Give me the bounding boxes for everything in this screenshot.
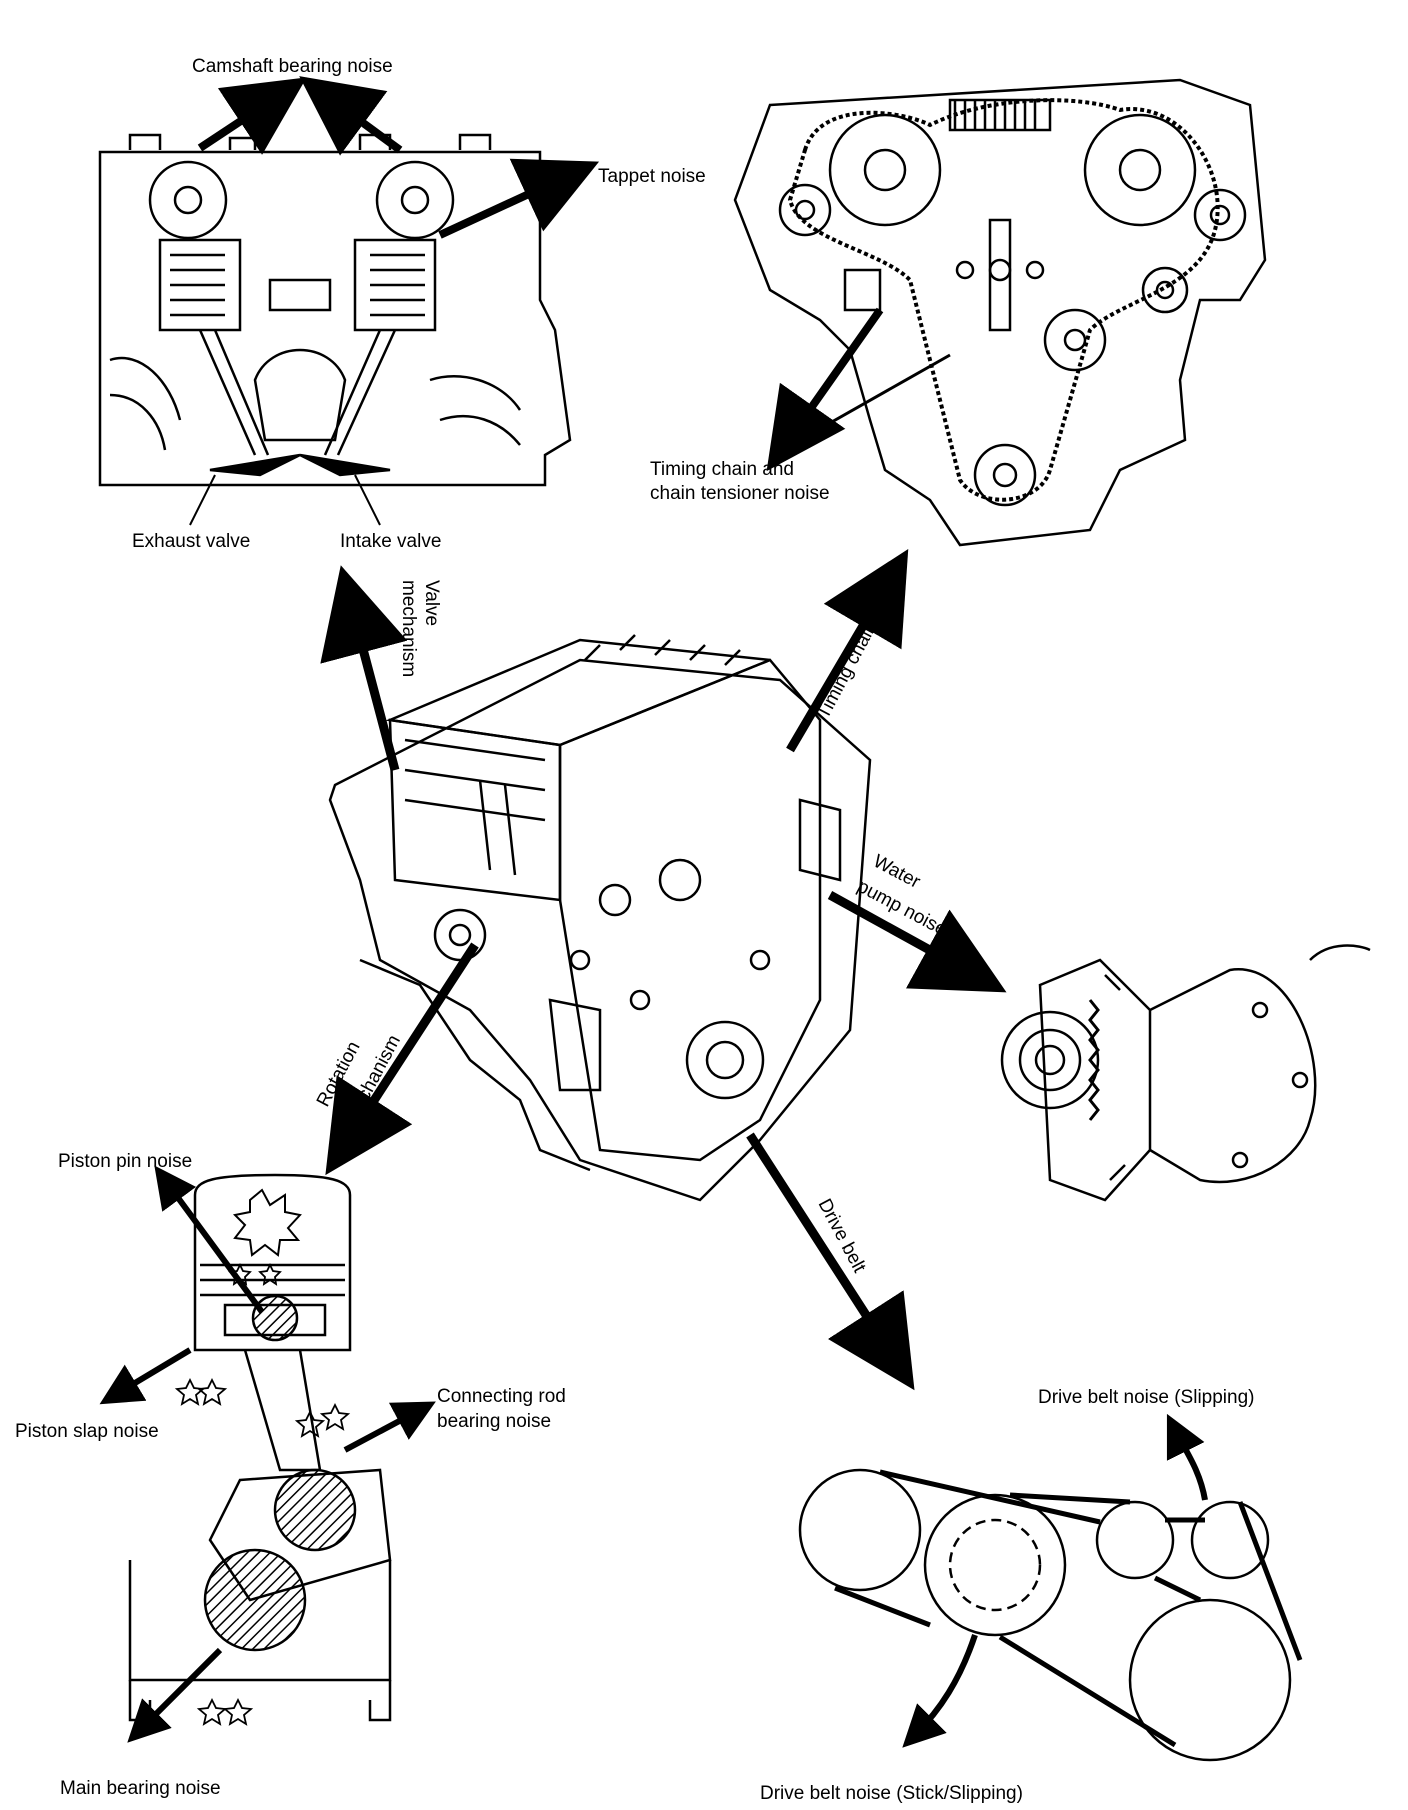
label-piston-slap-noise: Piston slap noise: [15, 1421, 159, 1442]
label-connecting-rod-line2: bearing noise: [437, 1411, 552, 1432]
arrow-conrod: [343, 1401, 436, 1453]
label-timing-chain-noise-line1: Timing chain and: [650, 459, 794, 480]
arrow-rotation-mechanism: [325, 942, 479, 1176]
water-pump-illustration: [1000, 944, 1371, 1202]
timing-chain-illustration: [733, 78, 1267, 547]
drive-belt-illustration: [798, 1468, 1303, 1762]
label-valve-mechanism-line2: mechanism: [398, 580, 419, 678]
arrow-timing-chain: [786, 548, 909, 753]
arrow-piston-pin: [154, 1165, 265, 1314]
label-tappet-noise: Tappet noise: [598, 166, 706, 187]
label-drive-belt-noise-slipping: Drive belt noise (Slipping): [1038, 1387, 1255, 1408]
piston-illustration: [128, 1173, 392, 1722]
arrow-main-bearing: [127, 1647, 223, 1743]
label-timing-chain-noise-line2: chain tensioner noise: [650, 483, 830, 504]
label-piston-pin-noise: Piston pin noise: [58, 1151, 193, 1172]
label-exhaust-valve: Exhaust valve: [132, 531, 251, 552]
arrow-drive-belt: [746, 1132, 915, 1391]
label-drive-belt-noise-stick: Drive belt noise (Stick/Slipping): [760, 1783, 1023, 1804]
label-main-bearing-noise: Main bearing noise: [60, 1778, 221, 1799]
arrow-timing-chain-noise: [766, 307, 884, 472]
arrow-piston-slap: [99, 1347, 192, 1405]
label-valve-mechanism-line1: Valve: [421, 580, 442, 627]
arrow-water-pump: [827, 891, 1007, 993]
label-camshaft-bearing-noise: Camshaft bearing noise: [192, 56, 393, 77]
label-connecting-rod-line1: Connecting rod: [437, 1386, 566, 1407]
arrow-camshaft-right: [299, 76, 403, 156]
callout-arrows: [99, 76, 1208, 1748]
arrow-camshaft-left: [197, 77, 307, 155]
arrow-timing-chain-noise-2: [799, 353, 951, 442]
arrow-valve-mechanism: [320, 565, 408, 772]
arrow-tappet: [438, 158, 600, 239]
cylinder-head-illustration: [98, 133, 572, 487]
arrow-belt-slipping: [1166, 1413, 1208, 1501]
engine-block-illustration: [328, 634, 872, 1202]
label-intake-valve: Intake valve: [340, 531, 442, 552]
arrow-belt-stick: [902, 1634, 978, 1748]
